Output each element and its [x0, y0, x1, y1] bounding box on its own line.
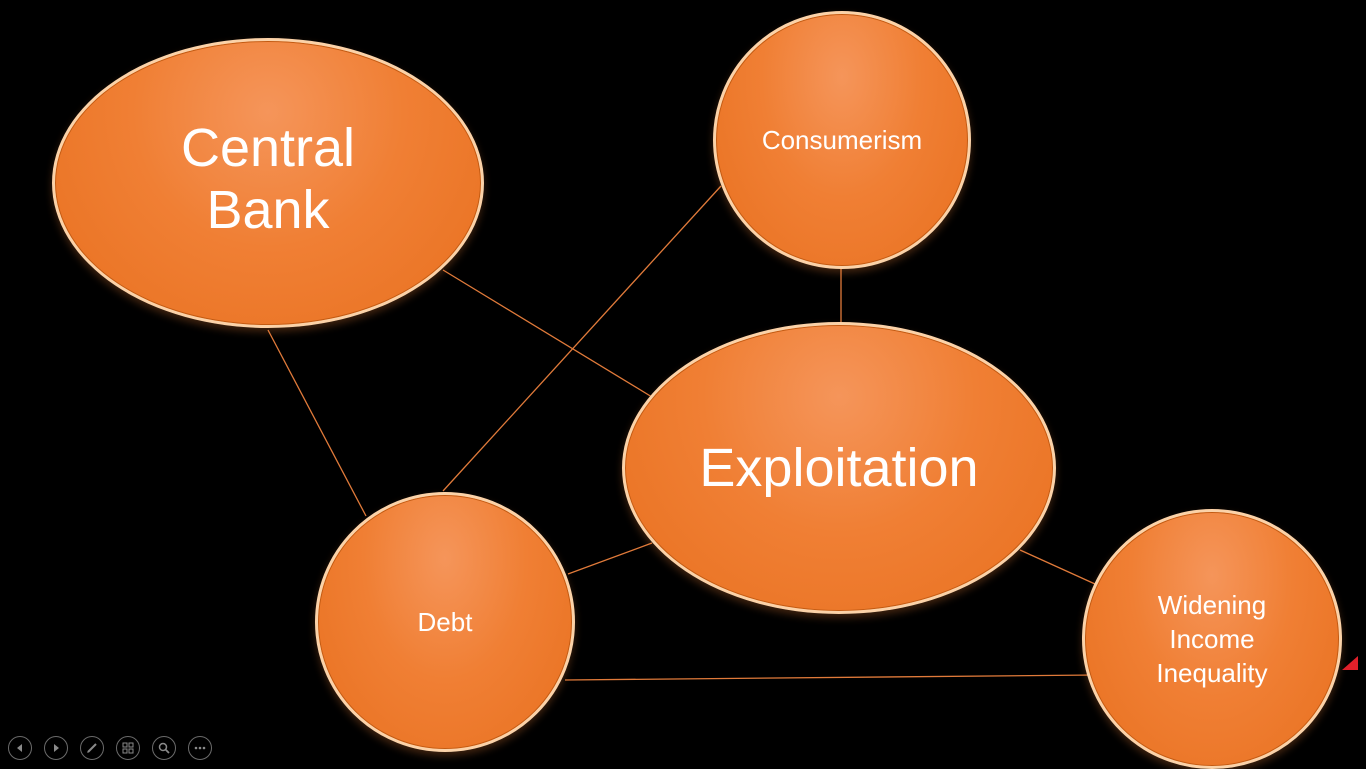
- arrow-right-icon: [54, 744, 59, 752]
- previous-slide-button[interactable]: [8, 736, 32, 760]
- node-consumerism-label: Consumerism: [761, 124, 923, 155]
- node-debt-label: Debt: [417, 606, 473, 637]
- pen-icon: [87, 743, 97, 753]
- connector-centralbank-debt: [267, 329, 367, 517]
- red-corner-marker: [1342, 656, 1358, 670]
- magnifier-icon: [158, 742, 170, 754]
- slides-grid-icon: [122, 742, 134, 754]
- connector-debt-widening: [564, 674, 1097, 681]
- node-widening-income-inequality-label: Widening Income Inequality: [1156, 590, 1268, 688]
- next-slide-button[interactable]: [44, 736, 68, 760]
- node-central-bank-label: Central Bank: [180, 118, 356, 240]
- node-exploitation: Exploitation: [622, 322, 1056, 614]
- node-widening-income-inequality: Widening Income Inequality: [1082, 509, 1342, 769]
- node-central-bank: Central Bank: [52, 38, 484, 328]
- ellipsis-icon: [194, 746, 206, 750]
- connector-centralbank-exploitation: [442, 269, 653, 398]
- node-consumerism: Consumerism: [713, 11, 971, 269]
- node-exploitation-label: Exploitation: [699, 438, 979, 498]
- zoom-button[interactable]: [152, 736, 176, 760]
- connector-exploitation-widening: [1019, 549, 1096, 585]
- connector-exploitation-debt: [567, 542, 653, 575]
- presenter-toolbar: [8, 736, 212, 762]
- more-options-button[interactable]: [188, 736, 212, 760]
- connector-consumerism-debt: [442, 185, 722, 492]
- pen-tool-button[interactable]: [80, 736, 104, 760]
- node-debt: Debt: [315, 492, 575, 752]
- arrow-left-icon: [17, 744, 22, 752]
- see-all-slides-button[interactable]: [116, 736, 140, 760]
